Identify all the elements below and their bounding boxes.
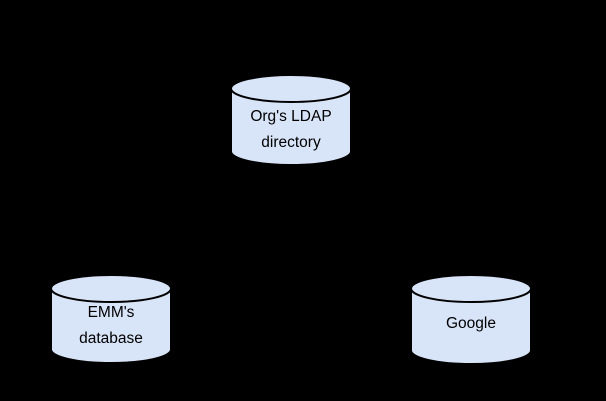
node-emm-database: EMM's database	[50, 274, 172, 364]
database-cylinder-lid-arc	[230, 88, 352, 103]
node-label-line: directory	[261, 134, 321, 151]
database-cylinder-icon	[230, 74, 352, 166]
node-label-line: Org's LDAP	[250, 108, 331, 125]
database-cylinder-lid-arc	[410, 288, 532, 303]
database-cylinder-icon	[410, 274, 532, 365]
database-cylinder-icon	[50, 274, 172, 364]
node-google: Google	[410, 274, 532, 365]
node-label-line: EMM's	[88, 304, 135, 321]
node-label-line: database	[79, 330, 143, 347]
database-cylinder-lid-arc	[50, 288, 172, 303]
node-ldap-directory: Org's LDAP directory	[230, 74, 352, 166]
node-label-line: Google	[446, 315, 496, 332]
